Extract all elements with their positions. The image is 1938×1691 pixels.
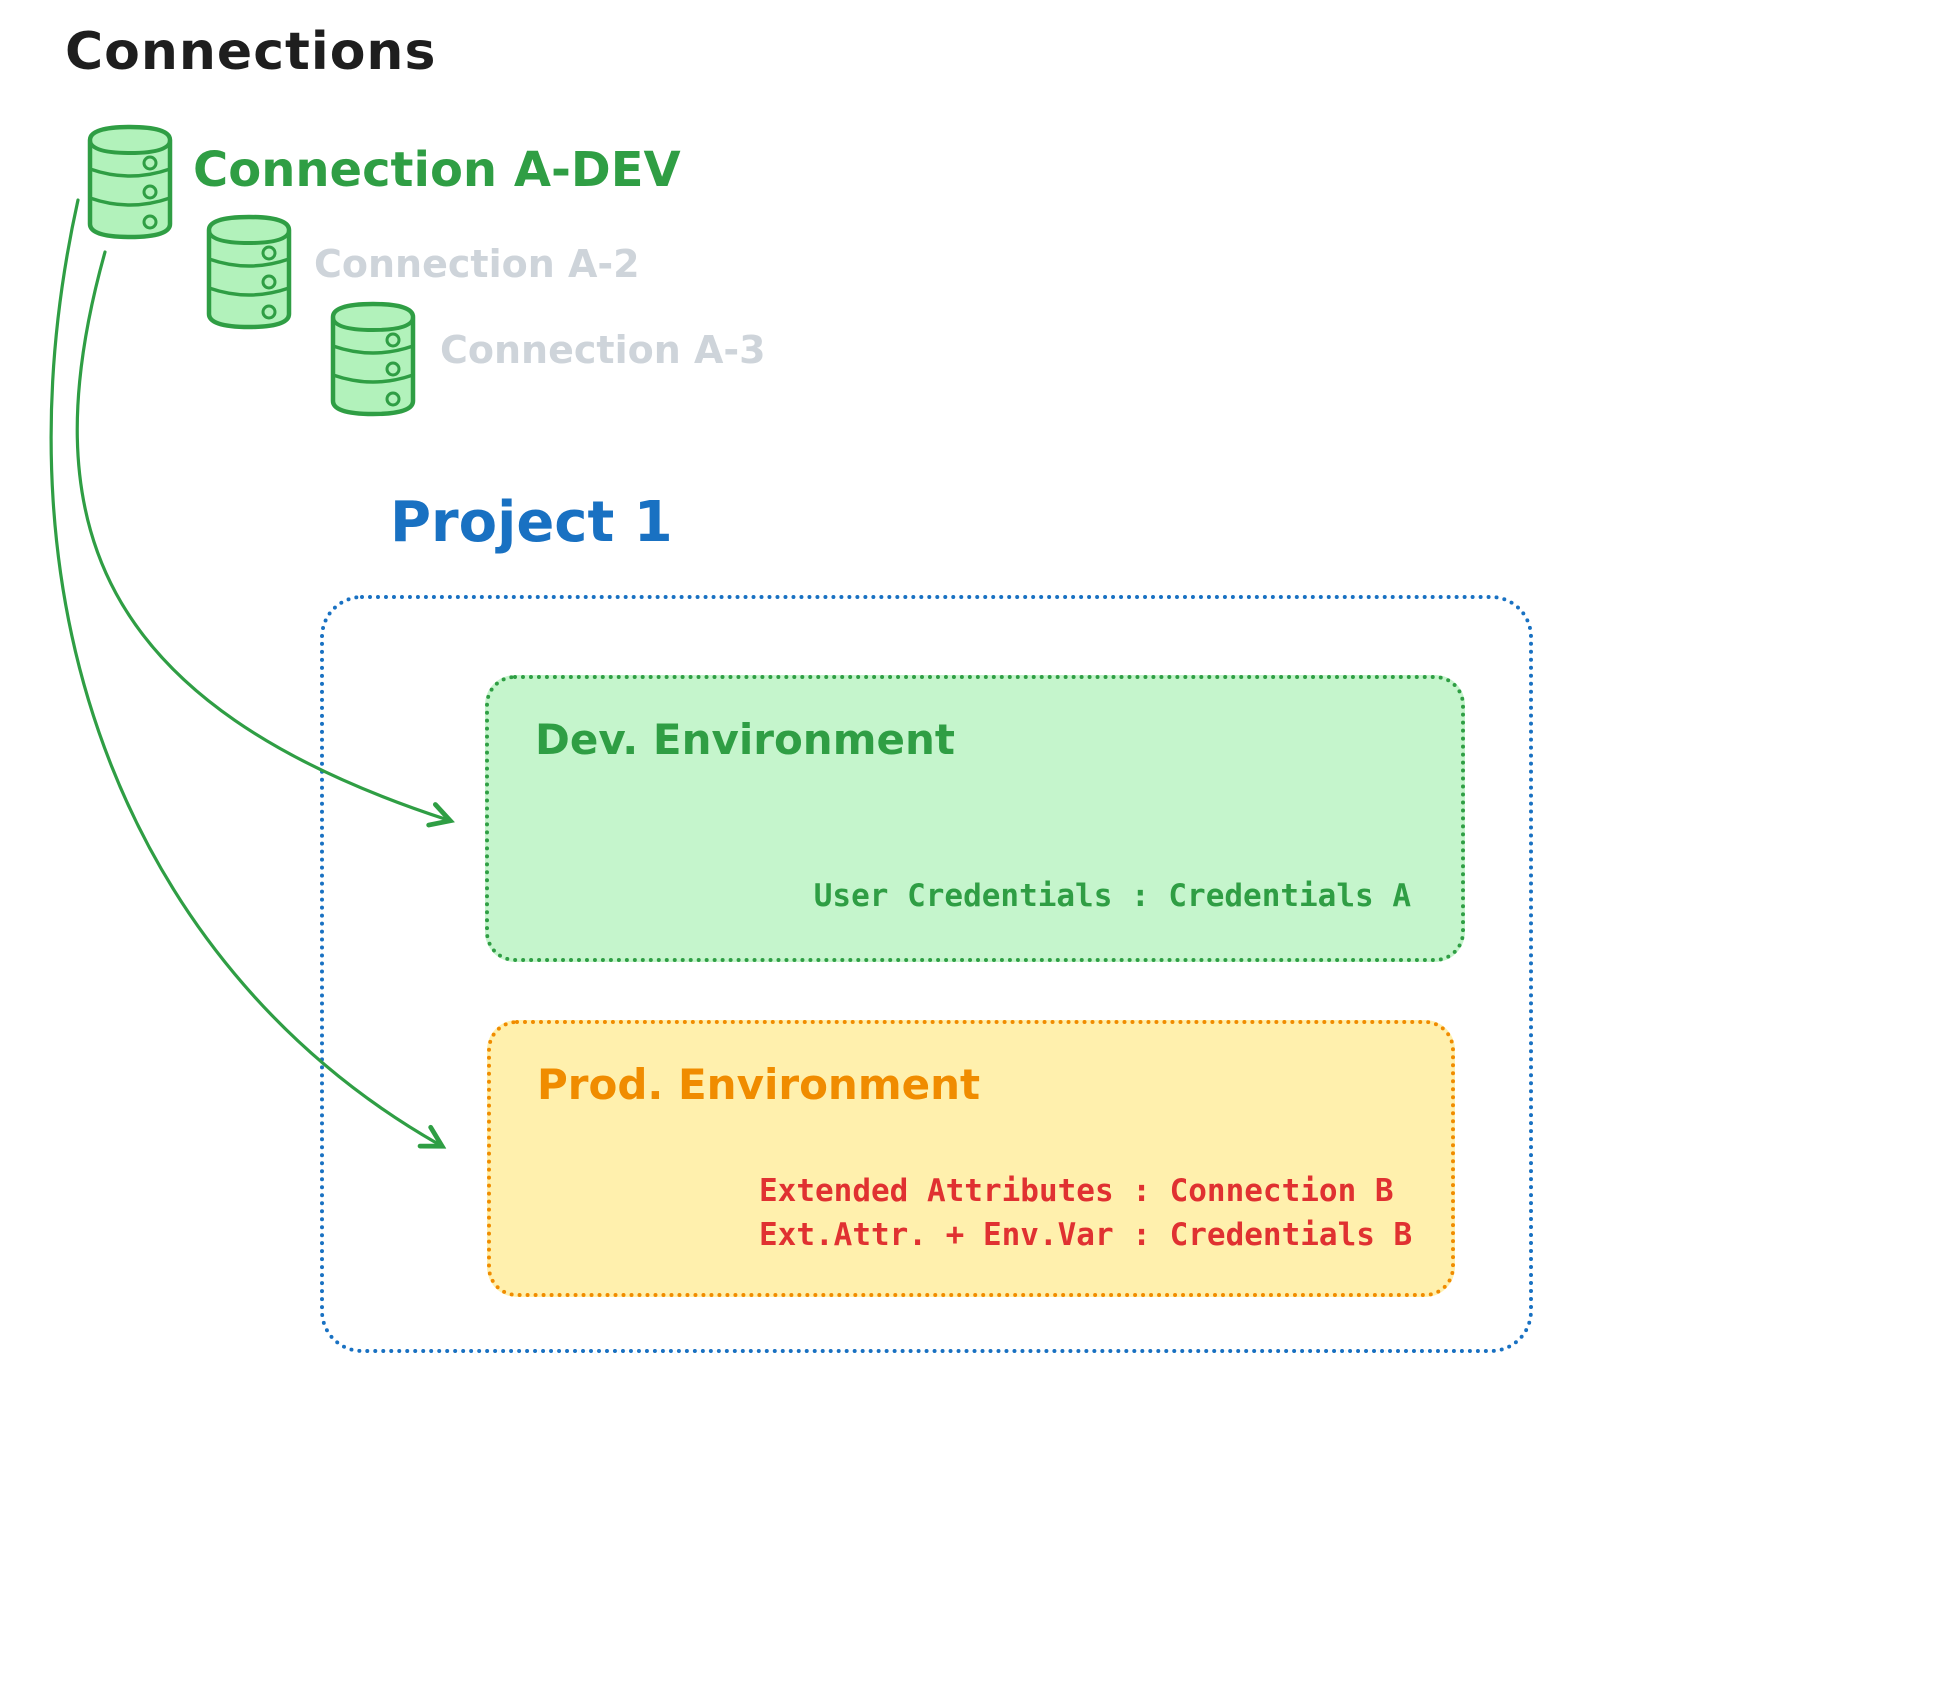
prod-environment-title: Prod. Environment — [537, 1060, 981, 1109]
database-icon-connection-a-2 — [203, 213, 295, 331]
dev-environment-box: Dev. Environment User Credentials : Cred… — [485, 675, 1465, 962]
prod-attr-line-2: Ext.Attr. + Env.Var : Credentials B — [759, 1216, 1413, 1253]
connection-a-dev-label: Connection A-DEV — [193, 142, 681, 198]
database-icon-connection-a-3 — [327, 300, 419, 418]
connection-a-2-label: Connection A-2 — [314, 242, 640, 286]
dev-environment-title: Dev. Environment — [535, 715, 955, 764]
diagram-title: Connections — [65, 22, 437, 82]
project-title: Project 1 — [390, 490, 673, 555]
prod-environment-box: Prod. Environment Extended Attributes : … — [487, 1020, 1455, 1297]
prod-attr-line-1: Extended Attributes : Connection B — [759, 1172, 1394, 1209]
connection-a-3-label: Connection A-3 — [440, 328, 766, 372]
dev-environment-credentials-text: User Credentials : Credentials A — [813, 877, 1411, 914]
database-icon-connection-a-dev — [84, 123, 176, 241]
prod-environment-attributes-text: Extended Attributes : Connection B Ext.A… — [759, 1169, 1412, 1257]
